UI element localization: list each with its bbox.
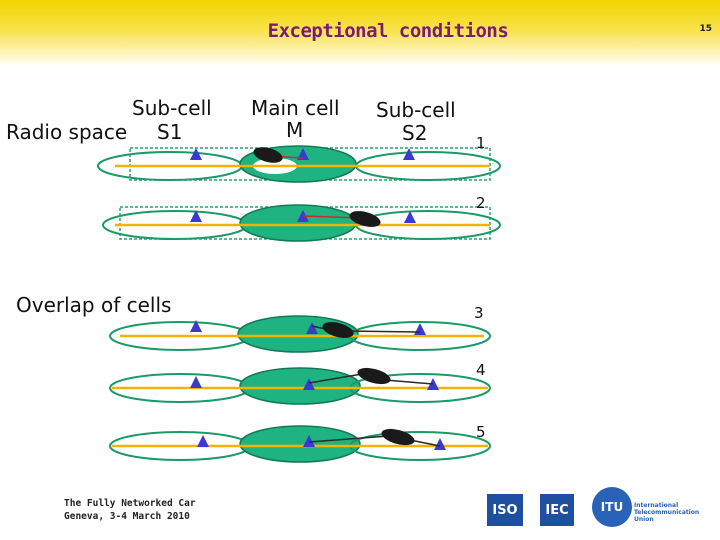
car-icon [357,367,391,385]
footer-text: The Fully Networked Car Geneva, 3-4 Marc… [64,497,196,523]
itu-logo: ITU [592,487,632,527]
row-4 [109,367,491,405]
overlap-label: Overlap of cells [16,293,172,317]
main-cell-label-line2: M [286,118,304,142]
step-number: 1 [476,134,486,152]
row-3 [109,315,491,353]
subcell-s2-label-line2: S2 [402,121,428,145]
car-icon [253,147,283,163]
iec-logo: IEC [540,494,574,526]
itu-logo-text: International Telecommunication Union [634,502,700,523]
header-bar [0,0,720,66]
subcell-s1-label-line2: S1 [157,120,183,144]
iso-logo: ISO [487,494,523,526]
footer-line-2: Geneva, 3-4 March 2010 [64,511,190,522]
subcell-s1-label-line1: Sub-cell [132,96,212,120]
row-1 [97,145,501,183]
subcell-s2-label-line1: Sub-cell [376,98,456,122]
radio-space-label: Radio space [6,120,128,144]
row-2 [102,204,501,242]
car-icon [381,428,415,446]
step-number: 4 [476,361,486,379]
main-cell-label-line1: Main cell [251,96,340,120]
car-icon [349,211,381,227]
step-number: 3 [474,304,484,322]
footer-line-1: The Fully Networked Car [64,498,196,509]
row-5 [109,425,491,463]
page-number: 15 [699,24,712,34]
step-number: 2 [476,194,486,212]
car-icon [322,322,354,338]
slide-title: Exceptional conditions [267,20,509,42]
step-number: 5 [476,423,486,441]
